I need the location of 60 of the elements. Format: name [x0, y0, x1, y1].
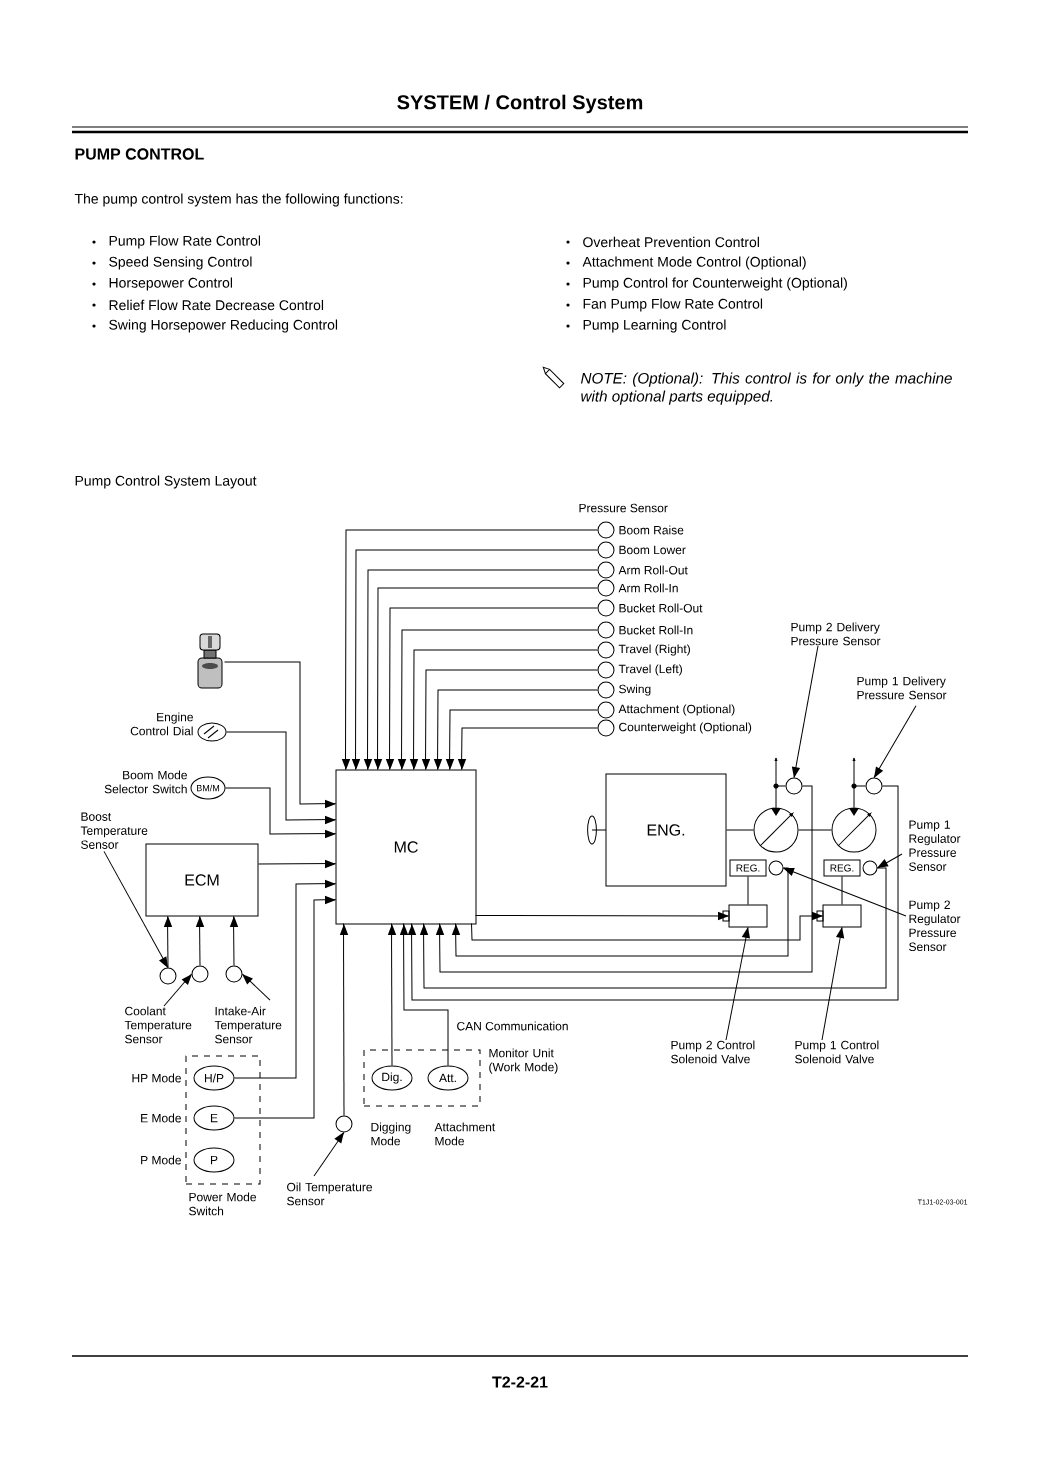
signal-line: [421, 669, 598, 770]
sensor-symbol: [785, 777, 803, 795]
leader-line: [791, 645, 819, 778]
signal-line: [399, 923, 449, 1066]
sensor-symbol: [159, 967, 177, 985]
shaft-line: [853, 785, 866, 808]
sensor-symbol: [191, 965, 209, 983]
signal-line: [457, 727, 598, 770]
ecm-box: ECM: [145, 843, 259, 917]
engine-box: ENG.: [605, 773, 727, 887]
signal-line: [258, 859, 336, 869]
signal-line: [234, 895, 336, 1119]
pump-symbol: [831, 807, 877, 853]
signal-line: [225, 787, 336, 839]
signal-line: [471, 911, 823, 941]
shaft-line: [726, 829, 754, 831]
signal-line: [433, 689, 598, 770]
sensor-symbol: [225, 965, 243, 983]
shaft-line: [798, 829, 832, 831]
signal-line: [195, 916, 205, 966]
leader-line: [313, 1132, 345, 1177]
page-title: SYSTEM / Control System: [397, 94, 643, 114]
leader-line: [163, 973, 192, 1007]
signal-line: [226, 731, 336, 825]
signal-line: [339, 923, 349, 1116]
pump-symbol: [753, 807, 799, 853]
signal-line: [229, 916, 239, 966]
control-line: [747, 876, 749, 905]
signal-line: [451, 867, 789, 957]
controller-box: MC: [335, 769, 477, 925]
section-heading: PUMP CONTROL: [75, 148, 204, 160]
key-switch-drawing: [197, 633, 223, 689]
leader-line: [821, 927, 845, 1041]
sensor-symbol: [865, 777, 883, 795]
solenoid-valve: [816, 904, 862, 928]
signal-line: [385, 607, 598, 770]
leader-line: [242, 973, 271, 1001]
signal-line: [224, 661, 336, 809]
signal-line: [234, 879, 336, 1079]
signal-line: [387, 923, 397, 1066]
signal-line: [435, 785, 813, 973]
control-line: [841, 876, 843, 905]
sensor-symbol: [335, 1115, 353, 1133]
signal-line: [163, 916, 173, 968]
page-number: T2-2-21: [492, 1376, 548, 1388]
signal-line: [419, 867, 887, 989]
signal-line: [445, 709, 598, 770]
shaft-line: [775, 785, 786, 808]
leader-line: [725, 927, 751, 1041]
solenoid-valve: [722, 904, 768, 928]
leader-line: [103, 850, 169, 968]
leader-line: [877, 853, 903, 869]
sensor-symbol: [862, 860, 878, 876]
signal-line: [409, 649, 598, 770]
signal-line: [407, 785, 899, 1001]
leader-line: [783, 867, 907, 917]
leader-line: [873, 705, 917, 778]
signal-line: [397, 629, 598, 770]
sensor-symbol: [768, 860, 784, 876]
signal-line: [475, 911, 729, 921]
